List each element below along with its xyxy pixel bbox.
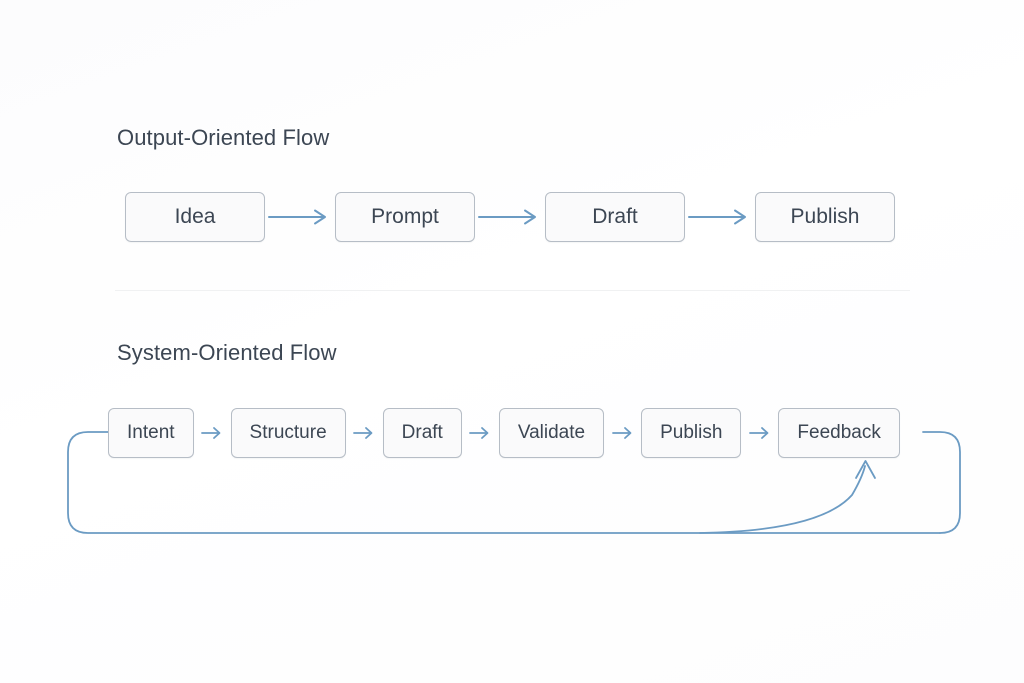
arrow-right-icon: [462, 408, 499, 458]
arrow-right-icon: [475, 192, 545, 242]
node-label: Draft: [592, 205, 638, 228]
arrow-right-icon: [194, 408, 231, 458]
node-draft[interactable]: Draft: [382, 408, 462, 458]
section-divider: [115, 290, 910, 291]
section-title-system-oriented: System-Oriented Flow: [117, 340, 337, 365]
arrow-right-icon: [685, 192, 755, 242]
node-label: Feedback: [797, 422, 881, 443]
node-label: Draft: [401, 422, 443, 443]
node-label: Intent: [127, 422, 175, 443]
node-structure[interactable]: Structure: [230, 408, 346, 458]
arrow-right-icon: [346, 408, 383, 458]
section-title-output-oriented: Output-Oriented Flow: [117, 125, 330, 150]
flow-system-oriented: Intent Structure Draft: [108, 408, 900, 458]
node-label: Prompt: [371, 205, 439, 228]
node-prompt[interactable]: Prompt: [335, 192, 475, 242]
node-draft[interactable]: Draft: [545, 192, 685, 242]
node-publish[interactable]: Publish: [755, 192, 895, 242]
node-label: Idea: [174, 205, 216, 228]
node-validate[interactable]: Validate: [498, 408, 605, 458]
node-intent[interactable]: Intent: [108, 408, 194, 458]
node-label: Publish: [790, 205, 860, 228]
node-feedback[interactable]: Feedback: [778, 408, 900, 458]
node-label: Validate: [517, 422, 586, 443]
arrow-right-icon: [265, 192, 335, 242]
arrow-right-icon: [604, 408, 641, 458]
node-publish[interactable]: Publish: [641, 408, 742, 458]
node-label: Publish: [660, 422, 723, 443]
node-idea[interactable]: Idea: [125, 192, 265, 242]
node-label: Structure: [249, 422, 327, 443]
arrow-right-icon: [741, 408, 778, 458]
flow-output-oriented: Idea Prompt Draft Pu: [125, 192, 895, 242]
